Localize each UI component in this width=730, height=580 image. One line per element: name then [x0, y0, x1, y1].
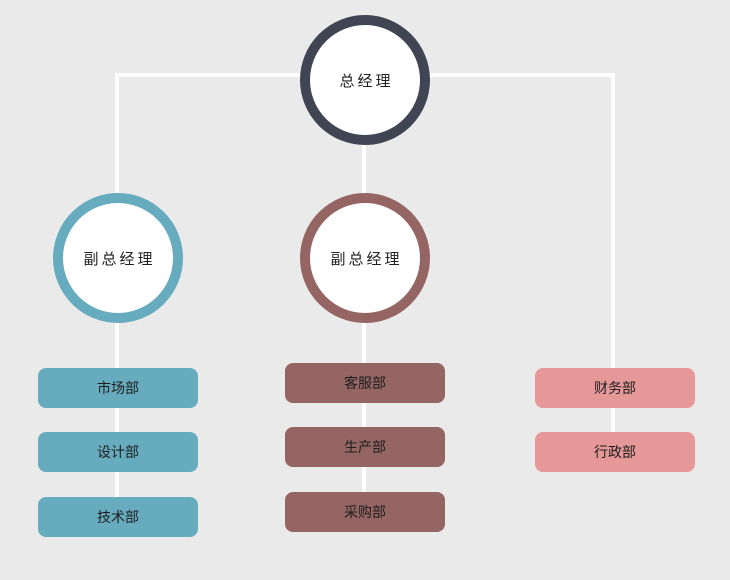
connector-right-vertical — [611, 73, 615, 370]
department-label: 生产部 — [344, 440, 386, 456]
department-label: 客服部 — [344, 376, 386, 392]
department-box: 行政部 — [535, 432, 695, 472]
department-box: 技术部 — [38, 497, 198, 537]
department-box: 客服部 — [285, 363, 445, 403]
department-box: 财务部 — [535, 368, 695, 408]
connector-mid-departments — [362, 318, 366, 494]
department-label: 行政部 — [594, 445, 636, 461]
connector-left-vertical — [115, 73, 119, 193]
general-manager-node: 总经理 — [300, 15, 430, 145]
general-manager-label: 总经理 — [339, 71, 394, 90]
connector-right-departments — [611, 405, 615, 435]
department-box: 采购部 — [285, 492, 445, 532]
vice-manager-node-left: 副总经理 — [53, 193, 183, 323]
department-label: 技术部 — [97, 510, 139, 526]
department-label: 财务部 — [594, 381, 636, 397]
department-label: 市场部 — [97, 381, 139, 397]
vice-manager-label: 副总经理 — [83, 249, 156, 268]
vice-manager-node-middle: 副总经理 — [300, 193, 430, 323]
connector-left-departments — [115, 318, 119, 500]
vice-manager-label: 副总经理 — [330, 249, 403, 268]
department-box: 设计部 — [38, 432, 198, 472]
department-label: 采购部 — [344, 505, 386, 521]
department-box: 市场部 — [38, 368, 198, 408]
connector-center-vertical — [362, 140, 366, 198]
department-label: 设计部 — [97, 445, 139, 461]
department-box: 生产部 — [285, 427, 445, 467]
